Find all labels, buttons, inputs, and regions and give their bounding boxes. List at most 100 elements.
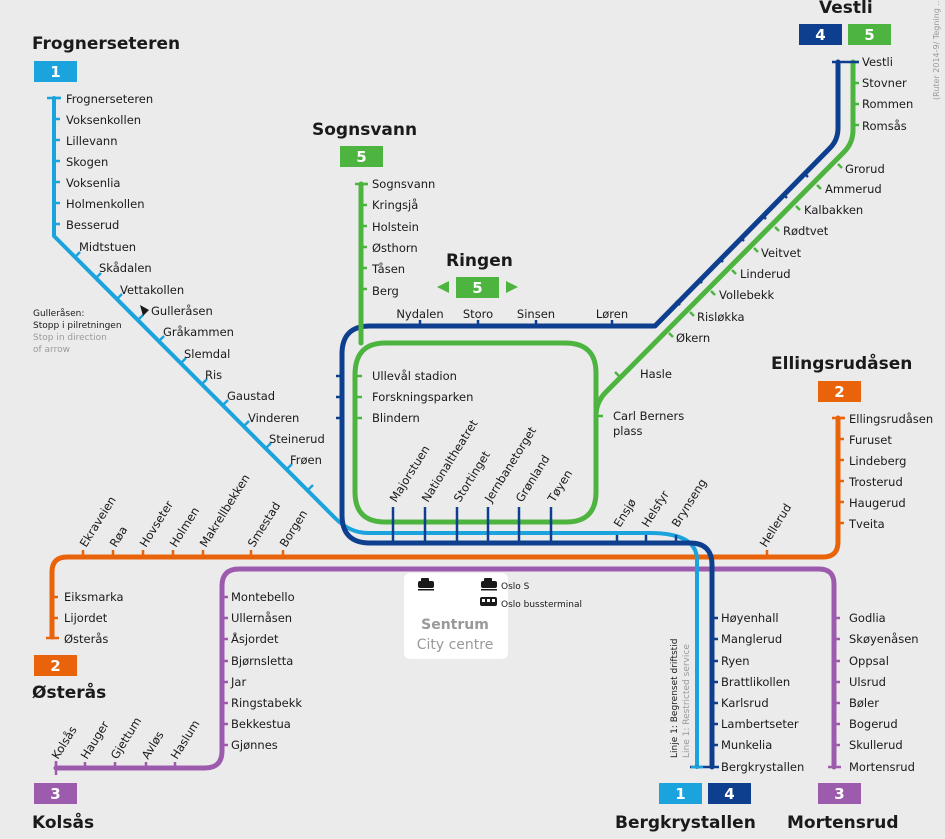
station-label: Gulleråsen xyxy=(151,304,213,318)
station-label: Løren xyxy=(596,307,628,321)
badge-line-2-ellingsrudasen: 2 xyxy=(818,381,861,402)
station-label: Furuset xyxy=(849,433,892,447)
station-tick xyxy=(774,226,780,232)
line-4-south-stations: Høyenhall Manglerud Ryen Brattlikollen K… xyxy=(721,611,804,774)
terminal-title-ellingsrudasen: Ellingsrudåsen xyxy=(771,352,912,374)
station-label: Steinerud xyxy=(269,432,325,446)
badge-line-4-bergkrystallen: 4 xyxy=(708,783,751,804)
terminal-title-frognerseteren: Frognerseteren xyxy=(32,34,180,54)
station-label: Vinderen xyxy=(248,411,299,425)
svg-text:1: 1 xyxy=(50,63,60,81)
station-tick xyxy=(116,293,123,300)
station-label: Slemdal xyxy=(184,347,230,361)
station-label: Berg xyxy=(372,284,399,298)
station-label: Skøyenåsen xyxy=(849,632,919,646)
badge-line-2-osteras: 2 xyxy=(34,655,77,676)
station-tick xyxy=(816,184,822,190)
station-label: Ammerud xyxy=(825,182,882,196)
station-tick xyxy=(137,314,144,321)
badge-line-5-sognsvann: 5 xyxy=(340,146,383,167)
station-label: Frognerseteren xyxy=(66,92,153,106)
line-routes xyxy=(49,59,856,771)
station-label: Forskningsparken xyxy=(372,390,473,404)
station-label: Gjønnes xyxy=(231,738,278,752)
station-label: Linderud xyxy=(740,267,791,281)
station-label: Nationaltheatret xyxy=(419,417,481,505)
train-icon xyxy=(481,578,497,591)
station-label: Bekkestua xyxy=(231,717,291,731)
station-label: Montebello xyxy=(231,590,295,604)
station-label: Rødtvet xyxy=(783,224,829,238)
svg-text:2: 2 xyxy=(834,383,844,401)
line-1-stations: Frognerseteren Voksenkollen Lillevann Sk… xyxy=(66,92,325,467)
terminal-title-mortensrud: Mortensrud xyxy=(787,813,899,833)
svg-text:of arrow: of arrow xyxy=(33,345,70,355)
station-label: Tøyen xyxy=(544,467,575,505)
bus-icon xyxy=(480,597,497,606)
station-label: Ellingsrudåsen xyxy=(849,412,933,426)
station-label: Bergkrystallen xyxy=(721,760,804,774)
station-label: Borgen xyxy=(277,507,311,549)
line-4-route xyxy=(339,59,841,770)
svg-text:2: 2 xyxy=(50,657,60,675)
station-label: Godlia xyxy=(849,611,886,625)
station-label: Sinsen xyxy=(517,307,555,321)
station-label: Ensjø xyxy=(611,496,639,530)
station-label: Ris xyxy=(205,368,222,382)
west-common-stations: Ekraveien Røa Hovseter Holmen Makrellbek… xyxy=(77,472,311,550)
station-tick xyxy=(689,311,695,317)
station-tick xyxy=(739,236,745,242)
station-label: Bogerud xyxy=(849,717,898,731)
station-label: Kringsjå xyxy=(372,198,418,212)
svg-text:4: 4 xyxy=(724,785,734,803)
station-label: Holstein xyxy=(372,220,419,234)
station-label: Sognsvann xyxy=(372,177,435,191)
station-label: Ullevål stadion xyxy=(372,369,457,383)
svg-text:4: 4 xyxy=(815,26,825,44)
station-tick xyxy=(675,300,681,306)
city-centre-subtitle: City centre xyxy=(417,637,494,653)
station-label: Karlsrud xyxy=(721,696,769,710)
station-tick xyxy=(243,420,250,427)
svg-text:Gulleråsen:: Gulleråsen: xyxy=(33,308,84,319)
station-label: Lambertseter xyxy=(721,717,799,731)
station-label: Mortensrud xyxy=(849,760,915,774)
badge-line-3-kolsas: 3 xyxy=(34,783,77,804)
station-label: Hellerud xyxy=(757,501,795,550)
svg-text:5: 5 xyxy=(864,26,874,44)
station-label: Vettakollen xyxy=(120,283,184,297)
station-label: Frøen xyxy=(290,453,322,467)
copyright-text: (Ruter 2014-9/ Tegning ...) xyxy=(932,0,941,100)
sentrum-title: Sentrum xyxy=(421,617,489,633)
station-tick xyxy=(201,378,208,385)
station-tick xyxy=(761,214,767,220)
station-tick xyxy=(74,251,81,258)
station-label: Holmenkollen xyxy=(66,197,144,211)
station-label: Veitvet xyxy=(761,246,802,260)
station-label: Jar xyxy=(230,675,246,689)
station-tick xyxy=(718,257,724,263)
station-label: Haslum xyxy=(168,717,203,761)
station-label: Voksenkollen xyxy=(66,113,141,127)
svg-text:5: 5 xyxy=(472,279,482,297)
station-label: Manglerud xyxy=(721,632,782,646)
station-tick xyxy=(158,335,165,342)
restricted-service-note: Linje 1: Begrenset driftstid Line 1: Res… xyxy=(670,639,692,758)
station-label: Lindeberg xyxy=(849,454,906,468)
oslo-s-label: Oslo S xyxy=(501,582,530,592)
train-icon xyxy=(418,578,434,591)
station-label: Haugerud xyxy=(849,496,906,510)
station-tick xyxy=(668,332,674,338)
svg-text:Linje 1: Begrenset driftstid: Linje 1: Begrenset driftstid xyxy=(670,639,680,758)
station-label: Åsjordet xyxy=(231,631,279,646)
terminal-title-bergkrystallen: Bergkrystallen xyxy=(615,813,756,833)
station-label: Ringstabekk xyxy=(231,696,302,710)
badge-line-5-vestli: 5 xyxy=(848,24,891,45)
station-tick xyxy=(731,269,737,275)
station-tick xyxy=(795,205,801,211)
station-tick xyxy=(286,463,293,470)
station-tick xyxy=(265,442,272,449)
station-label: Ulsrud xyxy=(849,675,886,689)
svg-text:1: 1 xyxy=(675,785,685,803)
